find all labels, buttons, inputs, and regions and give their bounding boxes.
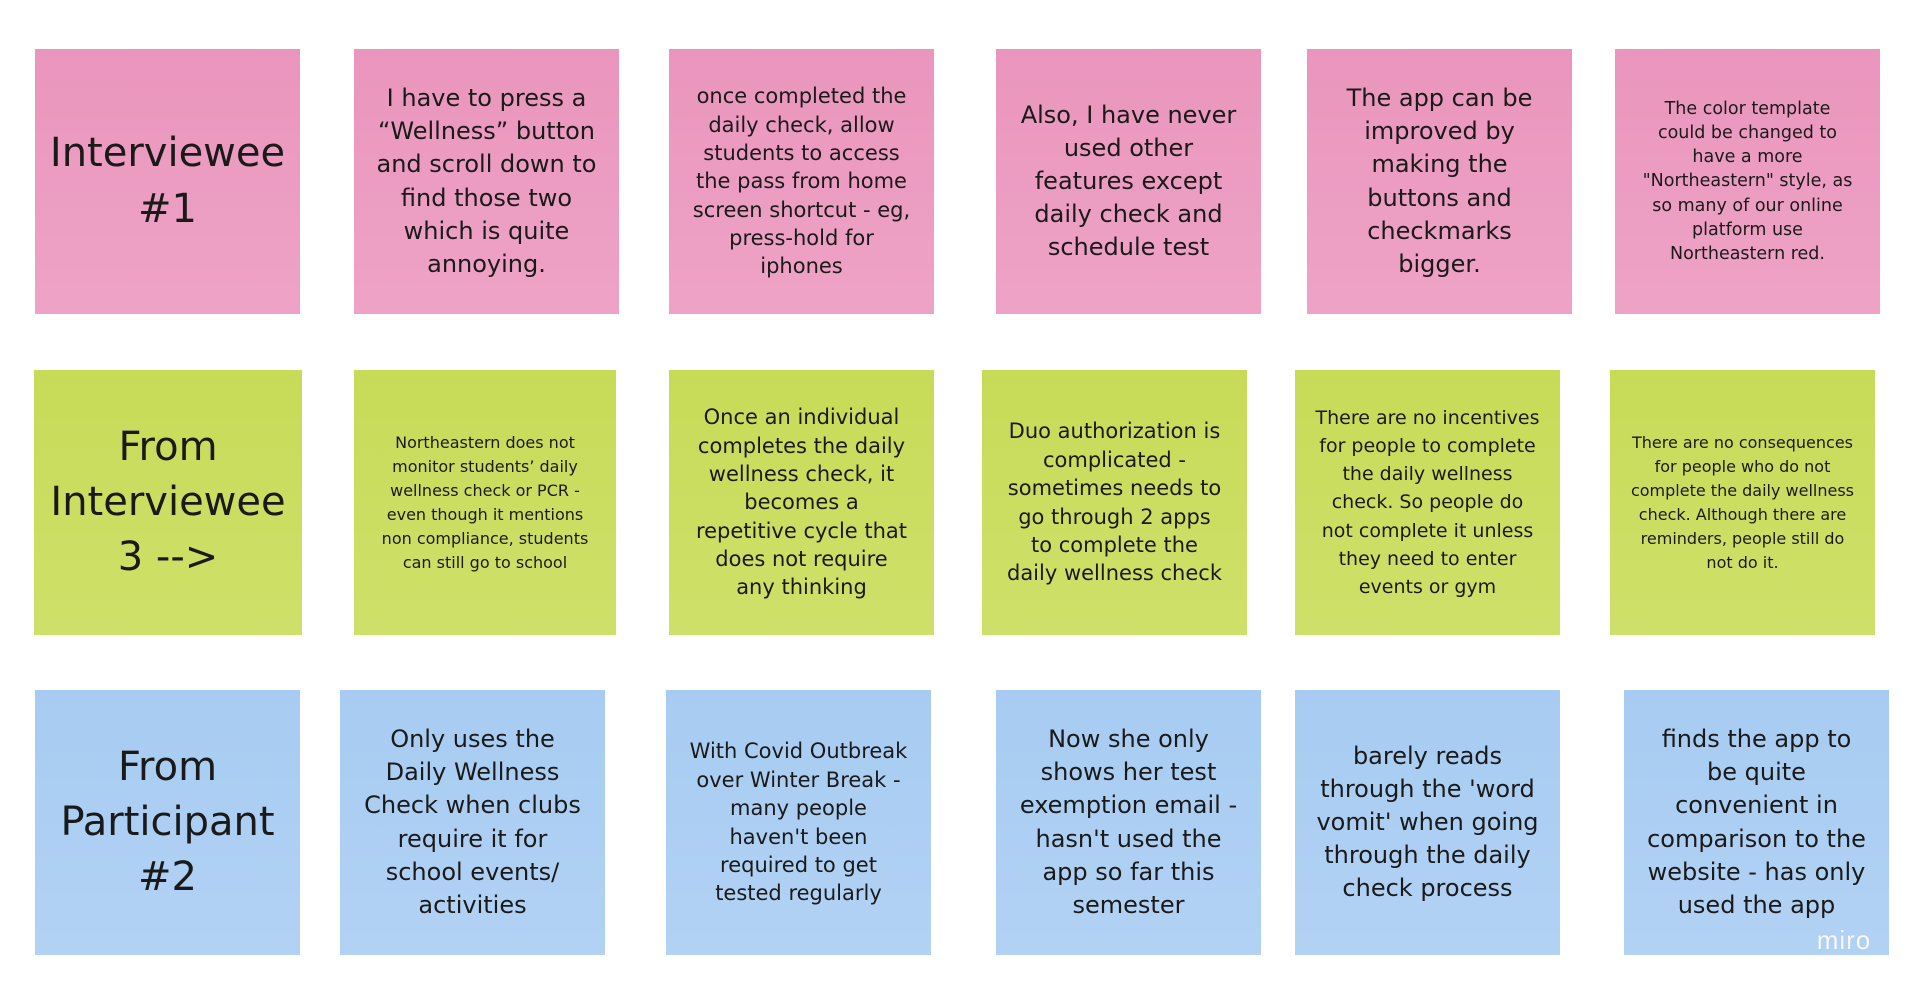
sticky-note-text: Northeastern does not monitor students’ …: [381, 432, 589, 572]
sticky-note-text: Only uses the Daily Wellness Check when …: [364, 725, 581, 919]
sticky-note[interactable]: once completed the daily check, allow st…: [669, 49, 934, 324]
sticky-note[interactable]: finds the app to be quite convenient in …: [1624, 690, 1889, 965]
sticky-note[interactable]: I have to press a “Wellness” button and …: [354, 49, 619, 324]
sticky-note-text: The color template could be changed to h…: [1642, 99, 1853, 264]
sticky-note[interactable]: The color template could be changed to h…: [1615, 49, 1880, 324]
sticky-note[interactable]: There are no incentives for people to co…: [1295, 370, 1560, 645]
sticky-note-text: With Covid Outbreak over Winter Break - …: [689, 739, 908, 906]
sticky-note-text: There are no incentives for people to co…: [1315, 407, 1540, 598]
sticky-note-text: Once an individual completes the daily w…: [695, 405, 908, 600]
sticky-note-text: Duo authorization is complicated - somet…: [1006, 419, 1222, 586]
sticky-note[interactable]: Once an individual completes the daily w…: [669, 370, 934, 645]
sticky-note-text: Also, I have never used other features e…: [1020, 100, 1237, 262]
sticky-note-text: Now she only shows her test exemption em…: [1019, 725, 1238, 919]
sticky-note[interactable]: There are no consequences for people who…: [1610, 370, 1875, 645]
sticky-note[interactable]: Only uses the Daily Wellness Check when …: [340, 690, 605, 965]
sticky-note-text: I have to press a “Wellness” button and …: [376, 84, 597, 278]
sticky-note[interactable]: The app can be improved by making the bu…: [1307, 49, 1572, 324]
sticky-note[interactable]: Also, I have never used other features e…: [996, 49, 1261, 324]
sticky-note[interactable]: Now she only shows her test exemption em…: [996, 690, 1261, 965]
sticky-note-text: The app can be improved by making the bu…: [1346, 84, 1533, 278]
miro-logo: miro: [1816, 924, 1872, 955]
sticky-note-text: From Participant #2: [60, 743, 275, 901]
sticky-note[interactable]: From Participant #2: [35, 690, 300, 965]
sticky-note[interactable]: Duo authorization is complicated - somet…: [982, 370, 1247, 645]
sticky-note-text: barely reads through the 'word vomit' wh…: [1316, 741, 1539, 903]
sticky-note[interactable]: From Interviewee 3 -->: [34, 370, 302, 645]
sticky-note-text: once completed the daily check, allow st…: [692, 84, 911, 279]
sticky-note[interactable]: Interviewee #1: [35, 49, 300, 324]
sticky-note-text: finds the app to be quite convenient in …: [1647, 725, 1866, 919]
sticky-note[interactable]: Northeastern does not monitor students’ …: [354, 370, 616, 645]
sticky-note[interactable]: barely reads through the 'word vomit' wh…: [1295, 690, 1560, 965]
sticky-note-text: From Interviewee 3 -->: [50, 423, 286, 581]
sticky-note-text: There are no consequences for people who…: [1630, 432, 1855, 572]
sticky-note[interactable]: With Covid Outbreak over Winter Break - …: [666, 690, 931, 965]
sticky-note-text: Interviewee #1: [49, 130, 286, 232]
